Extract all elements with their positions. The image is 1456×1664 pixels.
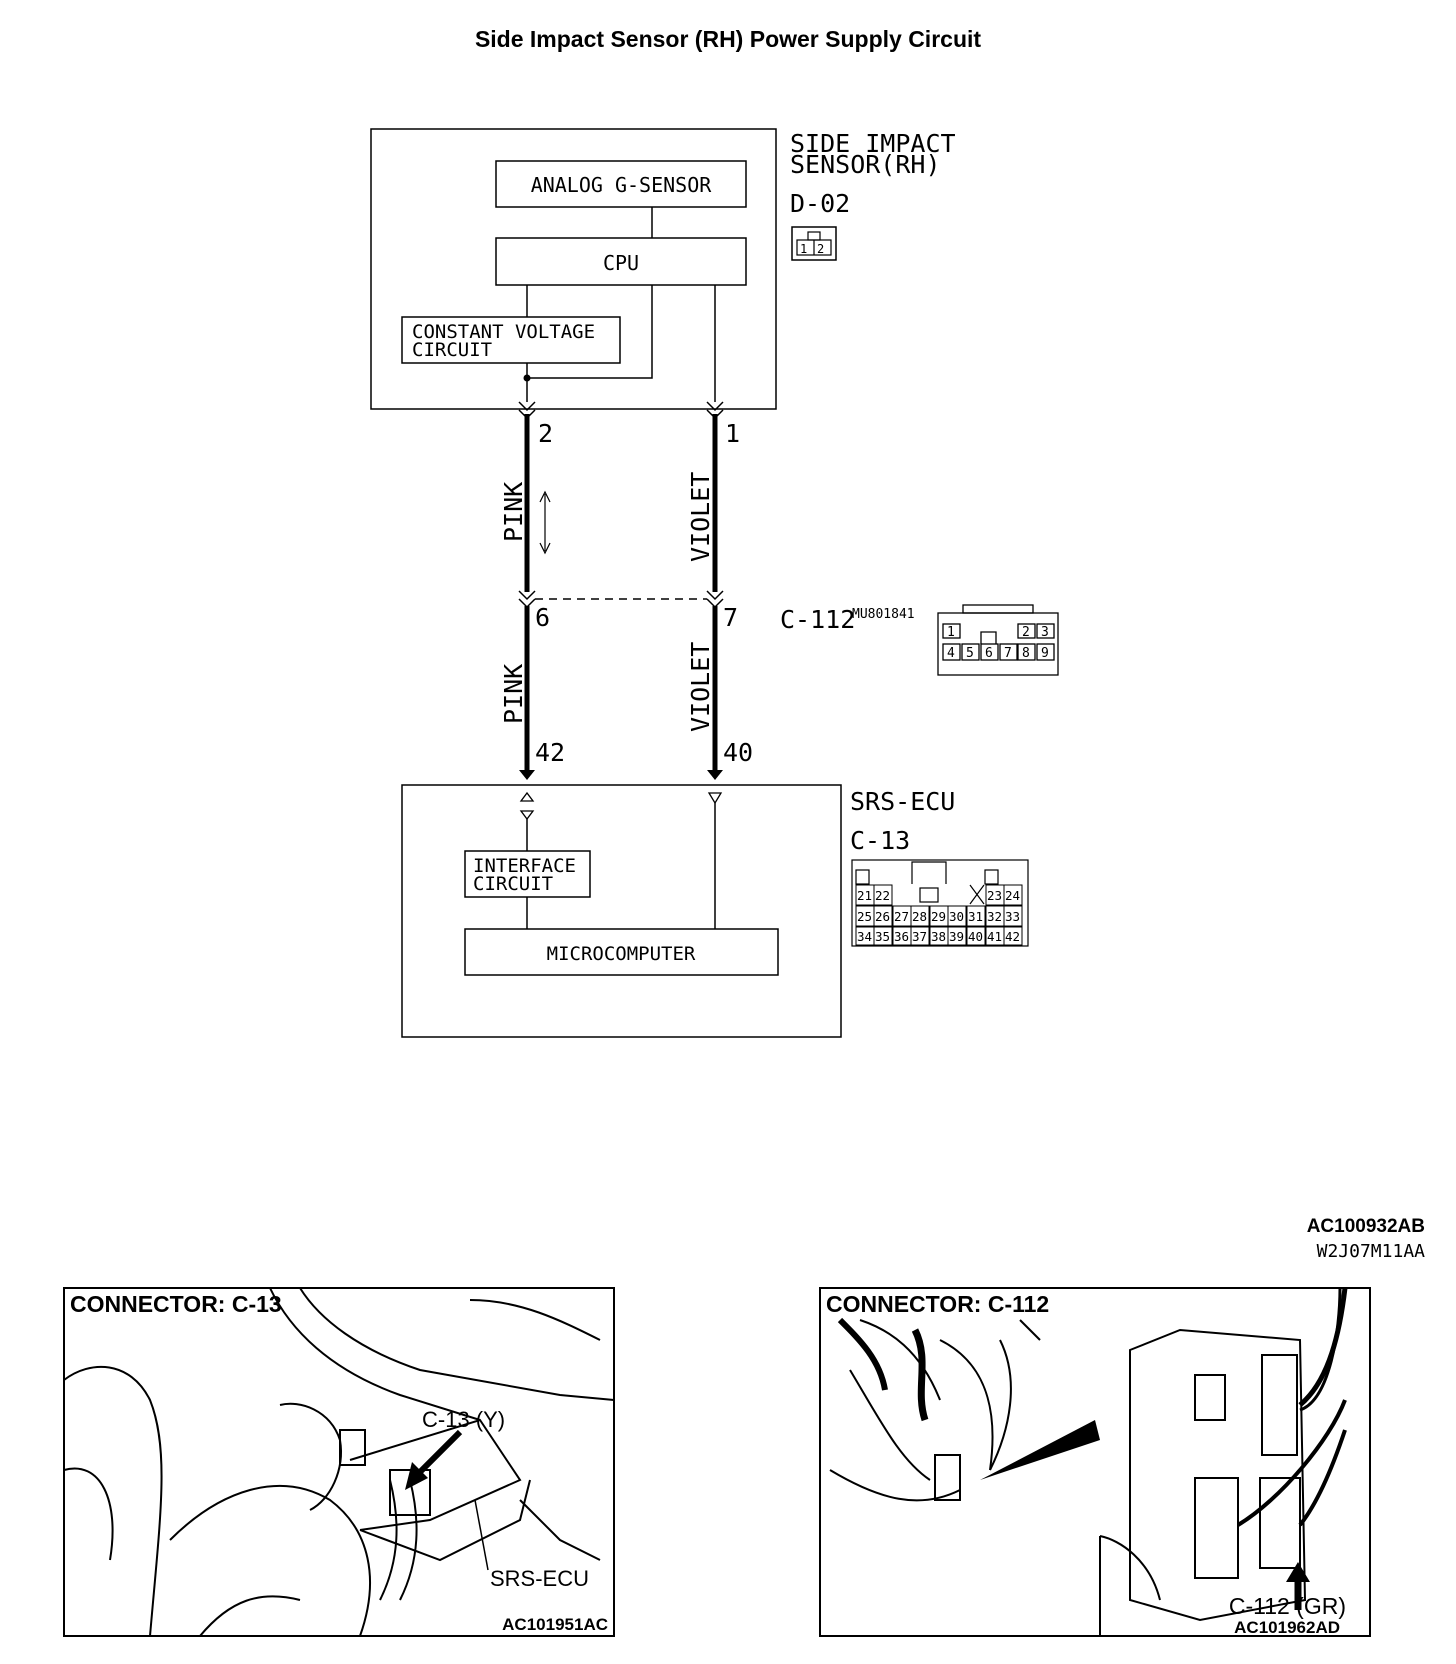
g-sensor-block <box>495 160 747 208</box>
svg-text:6: 6 <box>985 646 993 661</box>
pin-junction-right: 7 <box>723 603 738 632</box>
interface-label-2: CIRCUIT <box>473 873 553 895</box>
bidirectional-arrow-icon <box>539 490 551 555</box>
photo-left-callout-ecu: SRS-ECU <box>490 1566 589 1591</box>
svg-text:26: 26 <box>875 909 890 924</box>
interface-label-1: INTERFACE <box>473 855 576 877</box>
pin-sensor-left: 2 <box>538 419 553 448</box>
ecu-name: SRS-ECU <box>850 787 955 816</box>
svg-text:7: 7 <box>1004 646 1012 661</box>
c13-pin-grid <box>855 884 1023 946</box>
cpu-label: CPU <box>603 251 639 275</box>
photo-left-callout-connector: C-13 (Y) <box>422 1407 505 1432</box>
wire-color-pink-upper: PINK <box>499 482 528 542</box>
svg-text:2: 2 <box>817 242 824 256</box>
svg-text:21: 21 <box>857 888 872 903</box>
c13-connector-icon <box>851 859 1029 947</box>
sensor-name-1: SIDE IMPACT <box>790 129 956 158</box>
svg-text:23: 23 <box>987 888 1002 903</box>
photo-right-panel <box>819 1287 1371 1637</box>
pin-ecu-right: 40 <box>723 738 753 767</box>
microcomputer-label: MICROCOMPUTER <box>547 943 696 965</box>
cpu-block <box>495 237 747 286</box>
sensor-connector-label: D-02 <box>790 189 850 218</box>
c112-connector-icon <box>937 604 1059 676</box>
pin-ecu-left: 42 <box>535 738 565 767</box>
svg-text:22: 22 <box>875 888 890 903</box>
photo-right-callout-connector: C-112 (GR) <box>1229 1593 1346 1619</box>
svg-text:37: 37 <box>912 929 927 944</box>
ecu-box <box>401 784 842 1038</box>
junction-connector-label: C-112 <box>780 605 855 634</box>
photo-left-code: AC101951AC <box>502 1615 608 1634</box>
svg-text:28: 28 <box>912 909 927 924</box>
svg-text:33: 33 <box>1005 909 1020 924</box>
photo-right-code: AC101962AD <box>1234 1618 1340 1637</box>
svg-text:42: 42 <box>1005 929 1020 944</box>
constant-voltage-block <box>401 316 621 364</box>
svg-text:1: 1 <box>947 625 955 640</box>
wire-color-violet-lower: VIOLET <box>686 642 715 732</box>
svg-text:32: 32 <box>987 909 1002 924</box>
svg-text:4: 4 <box>947 646 955 661</box>
g-sensor-label: ANALOG G-SENSOR <box>531 173 713 197</box>
svg-text:34: 34 <box>857 929 872 944</box>
wire-color-pink-lower: PINK <box>499 664 528 724</box>
figure-code-2: W2J07M11AA <box>1317 1241 1426 1262</box>
svg-text:3: 3 <box>1041 625 1049 640</box>
sensor-chevrons <box>518 401 724 420</box>
svg-text:8: 8 <box>1022 646 1030 661</box>
page-title: Side Impact Sensor (RH) Power Supply Cir… <box>474 26 982 52</box>
photo-left-panel <box>63 1287 615 1637</box>
sensor-name-2: SENSOR(RH) <box>790 150 941 179</box>
ecu-inner-arrows <box>519 791 723 821</box>
sensor-box <box>370 128 777 410</box>
ecu-connector-label: C-13 <box>850 826 910 855</box>
pin-sensor-right: 1 <box>725 419 740 448</box>
svg-text:29: 29 <box>931 909 946 924</box>
d02-connector-icon: 1 2 <box>791 226 837 261</box>
svg-text:25: 25 <box>857 909 872 924</box>
svg-text:31: 31 <box>968 909 983 924</box>
svg-text:40: 40 <box>968 929 983 944</box>
svg-text:39: 39 <box>949 929 964 944</box>
svg-text:38: 38 <box>931 929 946 944</box>
svg-text:30: 30 <box>949 909 964 924</box>
pin-junction-left: 6 <box>535 603 550 632</box>
junction-part-number: MU801841 <box>852 607 915 622</box>
figure-code: AC100932AB <box>1307 1216 1425 1237</box>
svg-text:27: 27 <box>894 909 909 924</box>
svg-text:1: 1 <box>800 242 807 256</box>
photo-right-heading: CONNECTOR: C-112 <box>826 1291 1049 1317</box>
ecu-wire-ends <box>519 770 723 780</box>
wire-color-violet-upper: VIOLET <box>686 472 715 562</box>
svg-text:35: 35 <box>875 929 890 944</box>
svg-text:24: 24 <box>1005 888 1020 903</box>
svg-text:5: 5 <box>966 646 974 661</box>
svg-text:36: 36 <box>894 929 909 944</box>
microcomputer-block <box>464 928 779 976</box>
svg-text:2: 2 <box>1022 625 1030 640</box>
svg-text:9: 9 <box>1041 646 1049 661</box>
photo-left-heading: CONNECTOR: C-13 <box>70 1291 282 1317</box>
c13-arrow-icon <box>417 1429 463 1475</box>
cv-label-2: CIRCUIT <box>412 339 492 361</box>
cv-label-1: CONSTANT VOLTAGE <box>412 321 595 343</box>
svg-text:41: 41 <box>987 929 1002 944</box>
